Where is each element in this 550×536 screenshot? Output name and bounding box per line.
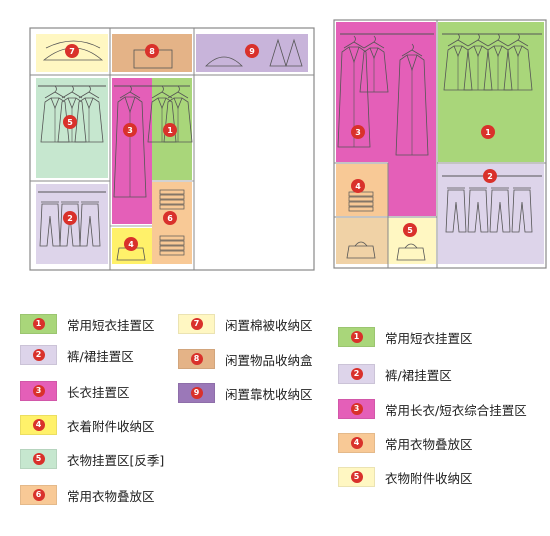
right-number-1: 1	[485, 128, 491, 137]
legend-swatch: 5	[20, 449, 57, 469]
right-wardrobe	[333, 19, 547, 269]
legend-swatch: 1	[338, 327, 375, 347]
legend-swatch: 1	[20, 314, 57, 334]
legend-label: 常用短衣挂置区	[385, 330, 473, 346]
legend-swatch: 5	[338, 467, 375, 487]
legend-number: 5	[350, 471, 363, 483]
legend-number: 2	[350, 368, 363, 380]
right-number-4: 4	[355, 182, 361, 191]
legend-number: 5	[32, 453, 45, 465]
legend-number: 8	[190, 353, 203, 365]
legend-left-5: 5 衣物挂置区[反季]	[20, 448, 164, 470]
legend-label: 常用衣物叠放区	[67, 488, 155, 504]
legend-number: 3	[350, 403, 363, 415]
legend-label: 常用长衣/短衣综合挂置区	[385, 402, 527, 418]
legend-label: 衣着附件收纳区	[67, 418, 155, 434]
legend-number: 4	[350, 437, 363, 449]
legend-label: 裤/裙挂置区	[67, 348, 134, 364]
right-number-5: 5	[407, 226, 413, 235]
legend-label: 裤/裙挂置区	[385, 367, 452, 383]
legend-label: 衣物挂置区[反季]	[67, 452, 165, 468]
legend-right-2: 2 裤/裙挂置区	[338, 363, 452, 385]
legend-number: 1	[350, 331, 363, 343]
left-number-8: 8	[149, 47, 155, 56]
left-number-2: 2	[67, 214, 73, 223]
right-zone-numbers: 3 1 2 4 5	[351, 125, 497, 237]
legend-left-2: 2 裤/裙挂置区	[20, 344, 134, 366]
legend-left-1: 1 常用短衣挂置区	[20, 313, 155, 335]
left-number-3: 3	[127, 126, 133, 135]
legend-label: 闲置靠枕收纳区	[225, 386, 313, 402]
legend-middle-7: 7 闲置棉被收纳区	[178, 313, 313, 335]
legend-swatch: 9	[178, 383, 215, 403]
legend-number: 6	[32, 489, 45, 501]
right-number-3: 3	[355, 128, 361, 137]
legend-middle-8: 8 闲置物品收纳盒	[178, 348, 313, 370]
legend-swatch: 3	[20, 381, 57, 401]
legend-swatch: 8	[178, 349, 215, 369]
legend-right-4: 4 常用衣物叠放区	[338, 432, 473, 454]
legend-left-6: 6 常用衣物叠放区	[20, 484, 155, 506]
legend-label: 常用短衣挂置区	[67, 317, 155, 333]
legend-label: 闲置物品收纳盒	[225, 352, 313, 368]
legend-number: 2	[32, 349, 45, 361]
legend-right-5: 5 衣物附件收纳区	[338, 466, 473, 488]
legend-number: 3	[32, 385, 45, 397]
wardrobe-diagrams: 7 8 9 5 3 1 2 6 4	[29, 19, 547, 271]
legend-number: 9	[190, 387, 203, 399]
legend-number: 1	[32, 318, 45, 330]
left-wardrobe	[29, 27, 315, 271]
legend-swatch: 3	[338, 399, 375, 419]
zone-3-long	[112, 78, 152, 224]
right-zone-1-short	[438, 22, 544, 162]
left-number-1: 1	[167, 126, 173, 135]
left-number-5: 5	[67, 118, 73, 127]
legend-swatch: 6	[20, 485, 57, 505]
left-number-6: 6	[167, 214, 173, 223]
legend-right-1: 1 常用短衣挂置区	[338, 326, 473, 348]
legend-label: 长衣挂置区	[67, 384, 130, 400]
right-zone-4-folded-2	[336, 218, 388, 264]
legend-swatch: 2	[338, 364, 375, 384]
left-number-9: 9	[249, 47, 255, 56]
legend-right-3: 3 常用长衣/短衣综合挂置区	[338, 398, 527, 420]
legend-swatch: 2	[20, 345, 57, 365]
legend-swatch: 4	[338, 433, 375, 453]
left-zone-numbers: 7 8 9 5 3 1 2 6 4	[63, 44, 259, 251]
legend-swatch: 4	[20, 415, 57, 435]
left-number-7: 7	[69, 47, 75, 56]
legend-number: 7	[190, 318, 203, 330]
legend-label: 闲置棉被收纳区	[225, 317, 313, 333]
legend-label: 常用衣物叠放区	[385, 436, 473, 452]
legend-label: 衣物附件收纳区	[385, 470, 473, 486]
legend-left-3: 3 长衣挂置区	[20, 380, 130, 402]
legend-swatch: 7	[178, 314, 215, 334]
legend-number: 4	[32, 419, 45, 431]
legend-left-4: 4 衣着附件收纳区	[20, 414, 155, 436]
legend-middle-9: 9 闲置靠枕收纳区	[178, 382, 313, 404]
left-number-4: 4	[128, 240, 134, 249]
right-number-2: 2	[487, 172, 493, 181]
